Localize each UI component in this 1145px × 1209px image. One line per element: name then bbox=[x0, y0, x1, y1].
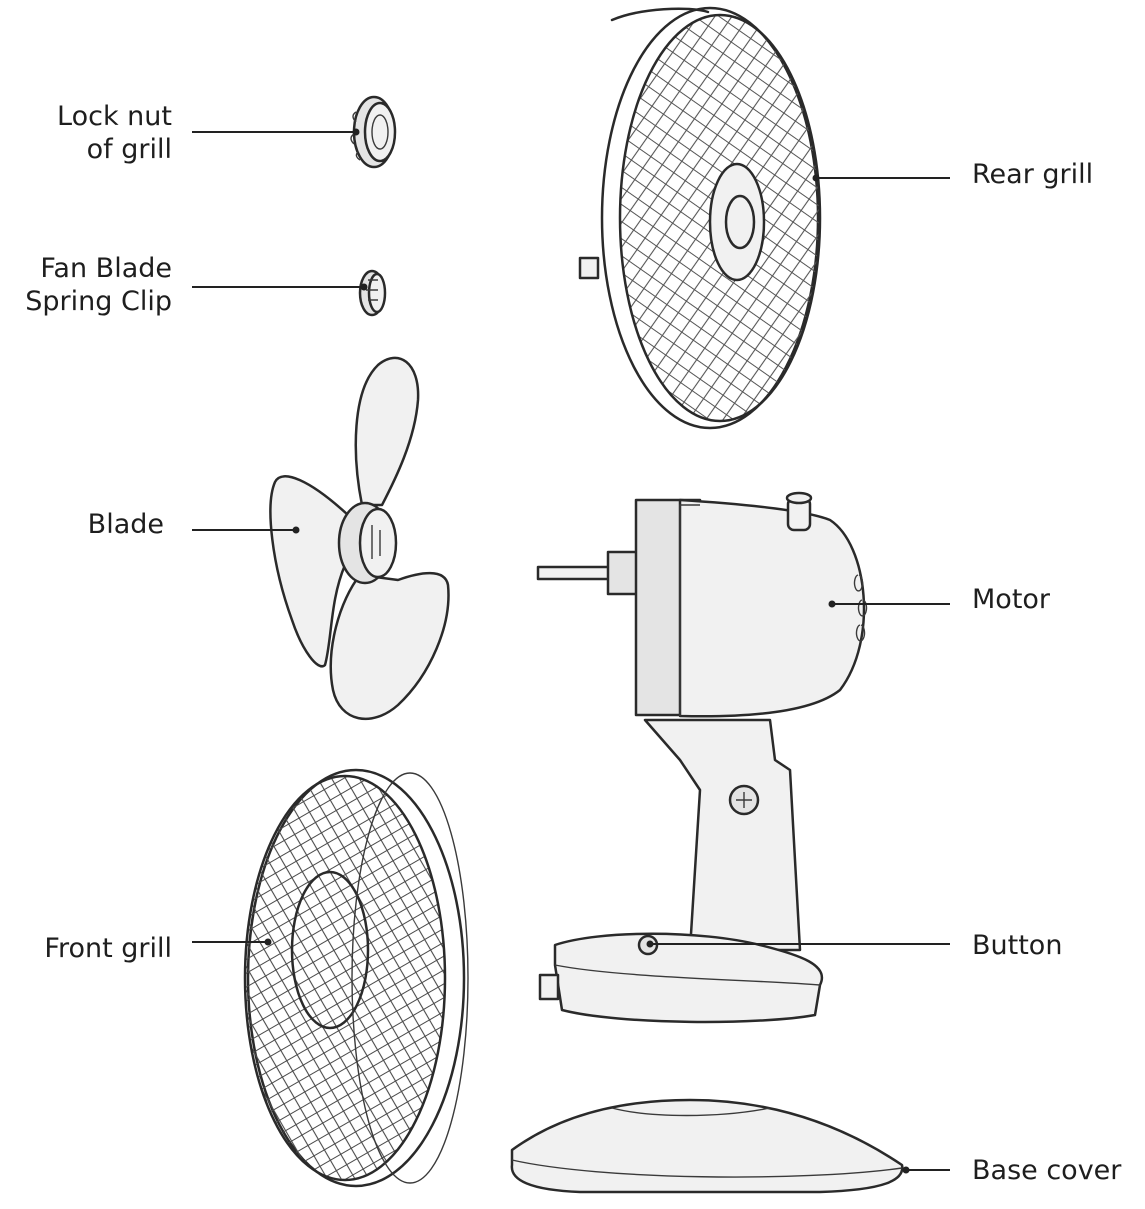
label-rear-grill: Rear grill bbox=[972, 159, 1094, 190]
lock-nut-part bbox=[350, 95, 397, 169]
motor-part bbox=[536, 491, 868, 718]
stand-part bbox=[643, 718, 802, 952]
spring-clip-part bbox=[358, 269, 387, 317]
label-blade: Blade bbox=[87, 509, 164, 540]
label-spring-clip: Fan Blade Spring Clip bbox=[25, 253, 172, 317]
blade-part bbox=[269, 356, 450, 720]
label-front-grill: Front grill bbox=[44, 933, 172, 964]
front-grill-part bbox=[243, 768, 469, 1188]
leader-lines bbox=[192, 128, 950, 1174]
label-lock-nut: Lock nut of grill bbox=[57, 101, 172, 165]
label-base-cover: Base cover bbox=[972, 1155, 1122, 1186]
label-motor: Motor bbox=[972, 584, 1051, 615]
base-cover-part bbox=[510, 1098, 904, 1194]
rear-grill-part bbox=[578, 6, 822, 430]
label-button: Button bbox=[972, 930, 1063, 961]
